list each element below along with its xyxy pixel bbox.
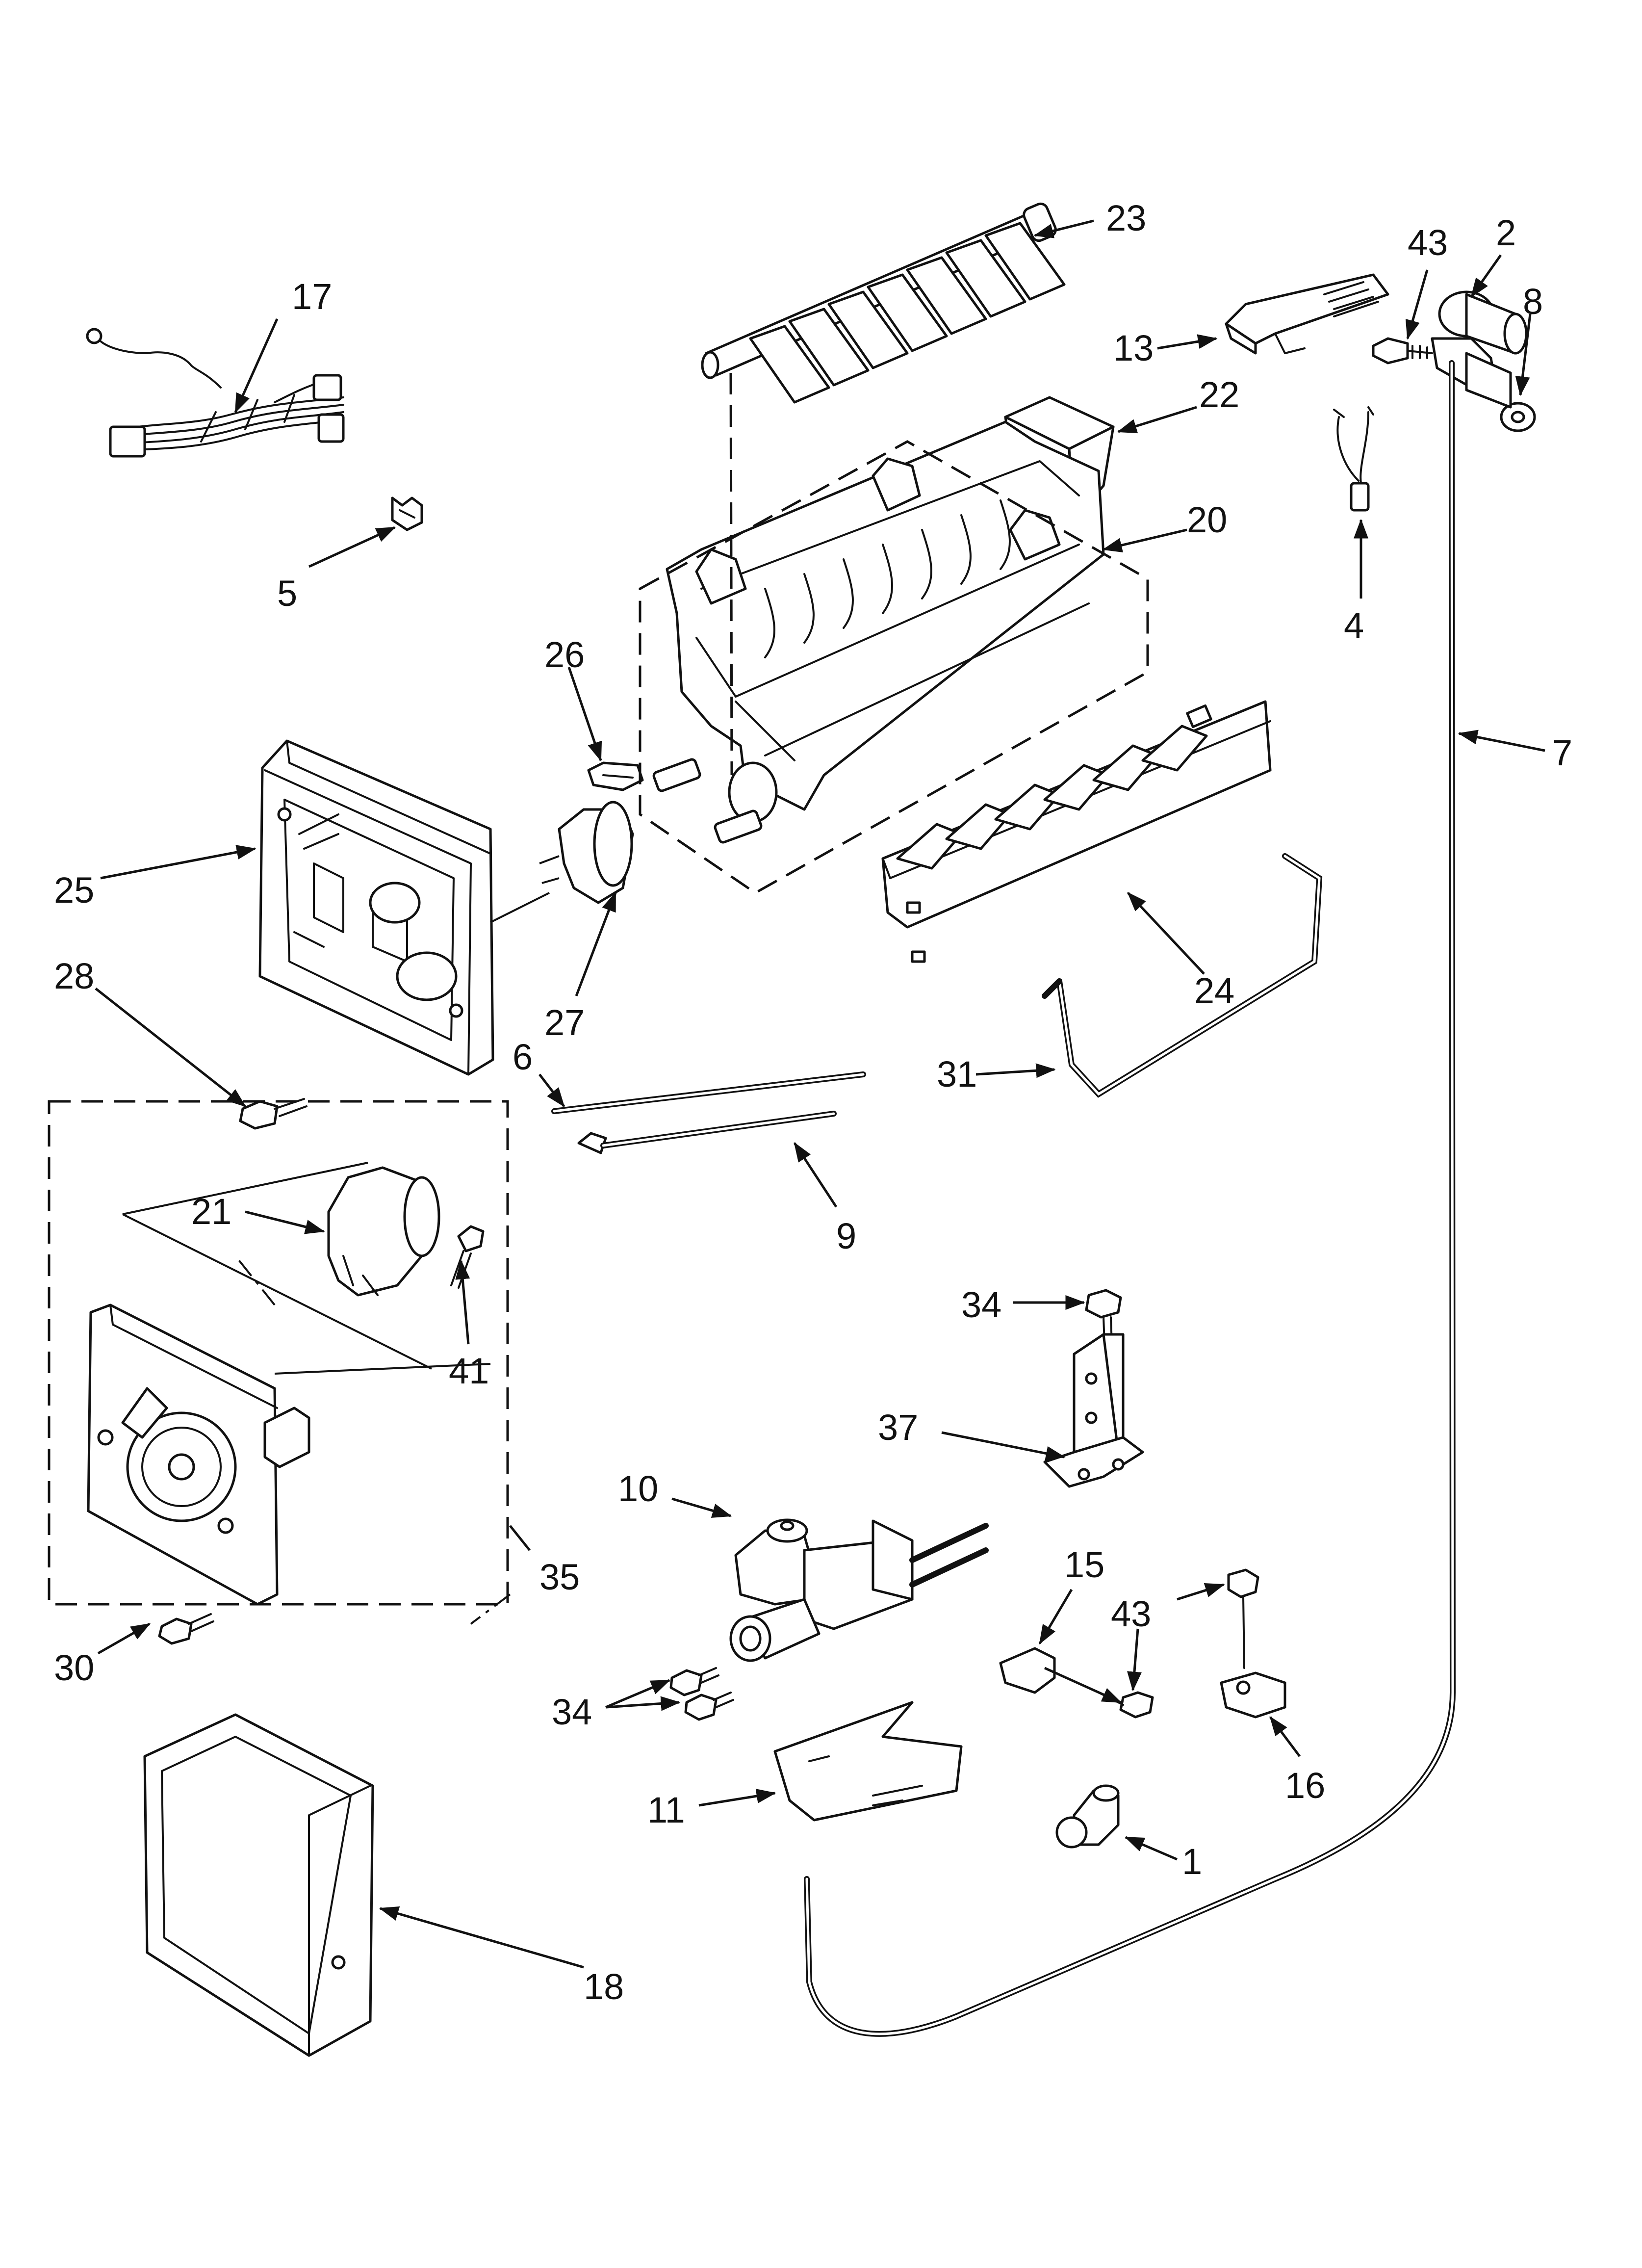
callout-20: 20: [1187, 499, 1227, 540]
callout-30: 30: [54, 1647, 94, 1688]
part-9-tube: [577, 1111, 837, 1154]
part-2-heater: [1438, 290, 1528, 355]
part-15-clamp: [999, 1647, 1056, 1694]
part-26-clip: [587, 761, 644, 791]
part-27-thermostat: [539, 801, 634, 904]
part-7-fill-tube: [804, 337, 1512, 2037]
callout-15: 15: [1064, 1544, 1104, 1585]
part-8-washer: [1500, 402, 1536, 432]
callout-23: 23: [1106, 198, 1146, 238]
callout-16: 16: [1285, 1765, 1325, 1806]
callout-1: 1: [1182, 1841, 1202, 1882]
callout-17: 17: [292, 276, 332, 317]
part-25-housing: [258, 739, 550, 1076]
callout-2: 2: [1496, 212, 1516, 253]
callout-43: 43: [1408, 222, 1448, 263]
callout-4: 4: [1344, 605, 1364, 646]
callout-7: 7: [1552, 732, 1572, 773]
callout-37: 37: [878, 1407, 918, 1448]
callout-5: 5: [277, 573, 297, 614]
part-37-bracket: [1043, 1333, 1144, 1488]
part-11-valve-bracket: [773, 1701, 963, 1822]
part-41-screw: [450, 1225, 485, 1289]
part-21-motor-cover: [327, 1166, 440, 1297]
part-43-screw-lower-b: [1227, 1568, 1259, 1669]
part-13-bracket: [1225, 273, 1389, 355]
part-16-clamp: [1220, 1671, 1286, 1719]
callout-31: 31: [937, 1054, 977, 1095]
callout-34: 34: [552, 1692, 592, 1732]
callout-35: 35: [539, 1557, 580, 1597]
callout-9: 9: [836, 1216, 856, 1256]
leader-lines: [95, 219, 1545, 1969]
callout-28: 28: [54, 956, 94, 996]
part-4-thermistor: [1333, 406, 1374, 512]
part-35-module-outline: [48, 1100, 509, 1606]
callout-26: 26: [544, 634, 585, 675]
callout-27: 27: [544, 1002, 585, 1043]
part-18-cover: [143, 1713, 374, 2057]
callout-34: 34: [961, 1284, 1001, 1325]
callout-18: 18: [584, 1966, 624, 2007]
part-24-stripper: [881, 700, 1272, 963]
part-23-ejector-shaft: [701, 202, 1066, 404]
callout-13: 13: [1113, 328, 1154, 368]
callout-43: 43: [1111, 1593, 1151, 1634]
part-31-shutoff-arm: [1042, 853, 1323, 1098]
part-35-module-plate: [87, 1255, 310, 1606]
callout-10: 10: [618, 1468, 658, 1509]
callout-6: 6: [513, 1037, 533, 1077]
callout-11: 11: [647, 1790, 685, 1830]
callout-21: 21: [191, 1191, 231, 1232]
part-6-tube: [551, 1071, 866, 1114]
callout-25: 25: [54, 870, 94, 911]
part-30-screw: [158, 1613, 214, 1645]
part-34-screws-lower: [669, 1667, 734, 1721]
part-5-clip: [391, 496, 423, 531]
part-1-elbow: [1055, 1784, 1120, 1849]
callout-22: 22: [1199, 374, 1239, 415]
assembly-guides: [122, 372, 1149, 1625]
callout-41: 41: [449, 1351, 489, 1391]
part-17-wire-harness: [86, 328, 345, 458]
callout-8: 8: [1523, 281, 1543, 322]
part-10-water-valve: [729, 1518, 989, 1662]
part-28-screw: [239, 1098, 308, 1130]
callout-labels: 23 43 2 8 17 13 22 20 5 4 26 7 25 28 27 …: [54, 198, 1572, 2007]
part-20-mold: [652, 420, 1105, 844]
part-43-screw-top: [1372, 337, 1433, 365]
callout-24: 24: [1194, 970, 1234, 1011]
